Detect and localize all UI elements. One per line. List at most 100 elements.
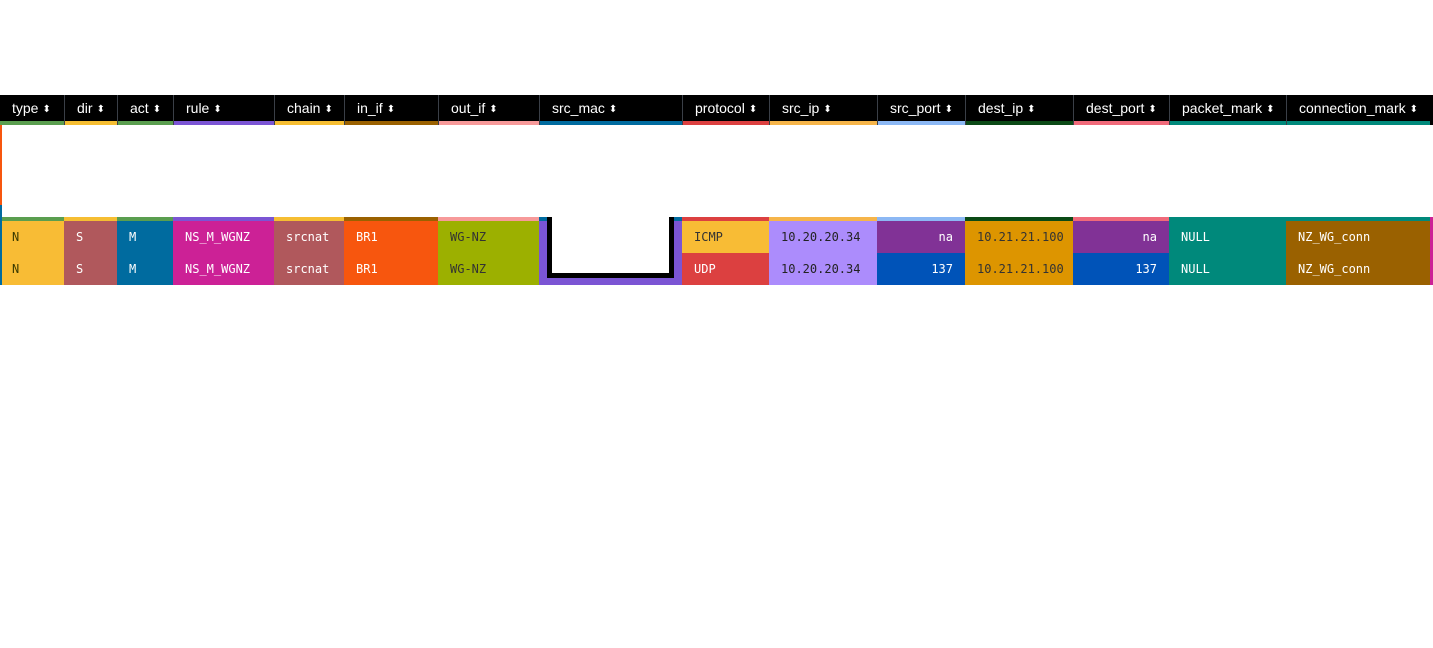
column-header-out-if[interactable]: out_if⬍: [438, 95, 539, 125]
column-header-act[interactable]: act⬍: [117, 95, 173, 125]
table-cell-act[interactable]: M: [117, 221, 173, 253]
column-header-src-port[interactable]: src_port⬍: [877, 95, 965, 125]
sort-icon[interactable]: ⬍: [152, 104, 162, 115]
table-cell-in-if[interactable]: BR1: [344, 253, 438, 285]
table-cell-dir[interactable]: S: [64, 221, 117, 253]
column-header-dest-port[interactable]: dest_port⬍: [1073, 95, 1169, 125]
table-cell-chain[interactable]: srcnat: [274, 221, 344, 253]
column-color-bar: [878, 121, 965, 125]
column-header-in-if[interactable]: in_if⬍: [344, 95, 438, 125]
column-color-bar: [682, 217, 769, 221]
column-src-mac: [539, 217, 682, 285]
table-cell-in-if[interactable]: BR1: [344, 221, 438, 253]
column-color-bar: [173, 217, 274, 221]
table-cell-act[interactable]: M: [117, 253, 173, 285]
table-cell-src-port[interactable]: 137: [877, 253, 965, 285]
column-header-connection-mark[interactable]: connection_mark⬍: [1286, 95, 1430, 125]
column-header-label: in_if: [357, 100, 383, 116]
sort-icon[interactable]: ⬍: [489, 104, 498, 115]
table-cell-type[interactable]: N: [0, 221, 64, 253]
column-color-bar: [0, 121, 64, 125]
table-cell-packet-mark[interactable]: NULL: [1169, 253, 1286, 285]
table-cell-protocol[interactable]: UDP: [682, 253, 769, 285]
column-header-label: act: [130, 100, 149, 116]
column-header-packet-mark[interactable]: packet_mark⬍: [1169, 95, 1286, 125]
column-color-bar: [1170, 121, 1286, 125]
table-cell-chain[interactable]: srcnat: [274, 253, 344, 285]
sort-icon[interactable]: ⬍: [324, 104, 333, 115]
column-header-type[interactable]: type⬍: [0, 95, 64, 125]
sort-icon[interactable]: ⬍: [386, 104, 396, 115]
table-cell-out-if[interactable]: WG-NZ: [438, 253, 539, 285]
table-cell-packet-mark[interactable]: NULL: [1169, 221, 1286, 253]
table-cell-type[interactable]: N: [0, 253, 64, 285]
table-cell-rule[interactable]: NS_M_WGNZ: [173, 253, 274, 285]
table-cell-dest-ip[interactable]: 10.21.21.100: [965, 253, 1073, 285]
sort-icon[interactable]: ⬍: [96, 104, 105, 115]
sort-icon[interactable]: ⬍: [1027, 104, 1036, 115]
table-cell-out-if[interactable]: WG-NZ: [438, 221, 539, 253]
column-header-label: dir: [77, 100, 93, 116]
sort-icon[interactable]: ⬍: [42, 104, 51, 115]
column-header-dir[interactable]: dir⬍: [64, 95, 117, 125]
column-color-bar: [345, 121, 438, 125]
column-header-label: chain: [287, 100, 321, 116]
column-header-src-mac[interactable]: src_mac⬍: [539, 95, 682, 125]
column-color-bar: [0, 217, 64, 221]
sort-icon[interactable]: ⬍: [823, 104, 832, 115]
column-header-label: src_ip: [782, 100, 820, 116]
src-mac-empty-cell: [547, 217, 674, 278]
column-header-dest-ip[interactable]: dest_ip⬍: [965, 95, 1073, 125]
sort-icon[interactable]: ⬍: [1409, 104, 1419, 115]
sort-icon[interactable]: ⬍: [748, 104, 758, 115]
column-header-label: connection_mark: [1299, 100, 1406, 116]
column-color-bar: [438, 217, 539, 221]
column-color-bar: [274, 217, 344, 221]
sort-icon[interactable]: ⬍: [1266, 104, 1275, 115]
sort-icon[interactable]: ⬍: [213, 104, 222, 115]
sort-icon[interactable]: ⬍: [944, 104, 953, 115]
column-header-label: dest_port: [1086, 100, 1145, 116]
column-color-bar: [1074, 121, 1169, 125]
sort-icon[interactable]: ⬍: [608, 104, 618, 115]
column-color-bar: [965, 217, 1073, 221]
column-color-bar: [174, 121, 274, 125]
column-header-chain[interactable]: chain⬍: [274, 95, 344, 125]
table-cell-src-port[interactable]: na: [877, 221, 965, 253]
table-cell-connection-mark[interactable]: NZ_WG_conn: [1286, 253, 1430, 285]
table-cell-dest-port[interactable]: na: [1073, 221, 1169, 253]
column-color-bar: [966, 121, 1073, 125]
column-header-label: src_port: [890, 100, 941, 116]
sort-icon[interactable]: ⬍: [1148, 104, 1157, 115]
table-cell-connection-mark[interactable]: NZ_WG_conn: [1286, 221, 1430, 253]
column-color-bar: [770, 121, 877, 125]
table-cell-dest-port[interactable]: 137: [1073, 253, 1169, 285]
table-cell-src-ip[interactable]: 10.20.20.34: [769, 221, 877, 253]
table-cell-rule[interactable]: NS_M_WGNZ: [173, 221, 274, 253]
column-color-bar: [1287, 121, 1430, 125]
column-header-label: out_if: [451, 100, 486, 116]
column-color-bar: [1286, 217, 1430, 221]
table-cell-protocol[interactable]: ICMP: [682, 221, 769, 253]
table-cell-dir[interactable]: S: [64, 253, 117, 285]
table-cell-dest-ip[interactable]: 10.21.21.100: [965, 221, 1073, 253]
row-left-accent: [0, 125, 2, 285]
column-header-src-ip[interactable]: src_ip⬍: [769, 95, 877, 125]
table-cell-src-ip[interactable]: 10.20.20.34: [769, 253, 877, 285]
column-color-bar: [64, 217, 117, 221]
column-color-bar: [118, 121, 173, 125]
column-header-rule[interactable]: rule⬍: [173, 95, 274, 125]
column-header-protocol[interactable]: protocol⬍: [682, 95, 769, 125]
column-color-bar: [117, 217, 173, 221]
